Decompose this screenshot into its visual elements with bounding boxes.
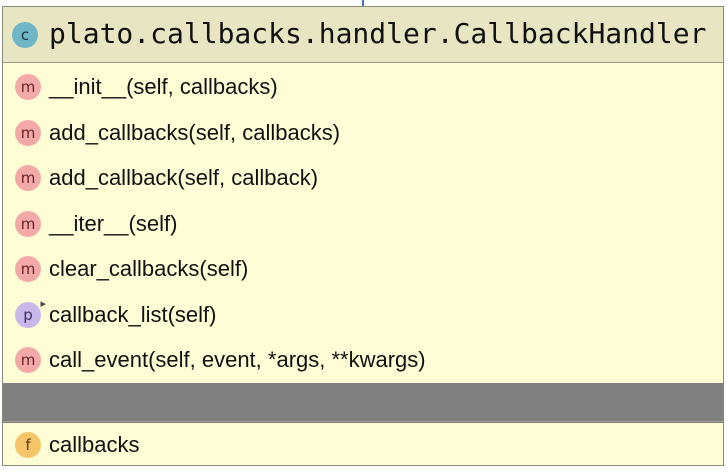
- property-letter: p: [23, 305, 33, 324]
- method-icon: m: [15, 347, 41, 373]
- method-icon: m: [15, 74, 41, 100]
- class-diagram-box: c plato.callbacks.handler.CallbackHandle…: [2, 6, 724, 466]
- method-icon: m: [15, 210, 41, 237]
- member-label: add_callback(self, callback): [49, 165, 319, 190]
- member-row: m clear_callbacks(self): [3, 246, 723, 292]
- method-icon: m: [15, 256, 41, 282]
- method-icon: m: [15, 165, 41, 191]
- member-label: clear_callbacks(self): [49, 256, 249, 281]
- member-label: add_callbacks(self, callbacks): [49, 119, 341, 145]
- field-row: f callbacks: [3, 421, 723, 465]
- connector-tick: [362, 0, 364, 6]
- field-icon: f: [15, 432, 41, 458]
- member-row: p ▸ callback_list(self): [3, 292, 723, 338]
- member-row: m add_callbacks(self, callbacks): [3, 110, 723, 156]
- class-header: c plato.callbacks.handler.CallbackHandle…: [3, 7, 723, 63]
- class-name: plato.callbacks.handler.CallbackHandler: [49, 17, 707, 50]
- member-row: m __iter__(self): [3, 201, 723, 247]
- member-row: m __init__(self, callbacks): [3, 64, 723, 110]
- member-row: m call_event(self, event, *args, **kwarg…: [3, 337, 723, 383]
- class-icon: c: [12, 22, 38, 48]
- field-label: callbacks: [49, 432, 140, 457]
- member-label: call_event(self, event, *args, **kwargs): [49, 347, 426, 372]
- member-row: m add_callback(self, callback): [3, 155, 723, 201]
- property-icon: p ▸: [15, 298, 46, 328]
- member-label: callback_list(self): [49, 301, 217, 327]
- section-separator: [3, 383, 723, 423]
- method-icon: m: [15, 119, 41, 146]
- member-label: __init__(self, callbacks): [49, 74, 278, 99]
- pointer-arrow-icon: ▸: [40, 296, 46, 310]
- member-label: __iter__(self): [49, 210, 178, 236]
- members-list: m __init__(self, callbacks) m add_callba…: [3, 64, 723, 383]
